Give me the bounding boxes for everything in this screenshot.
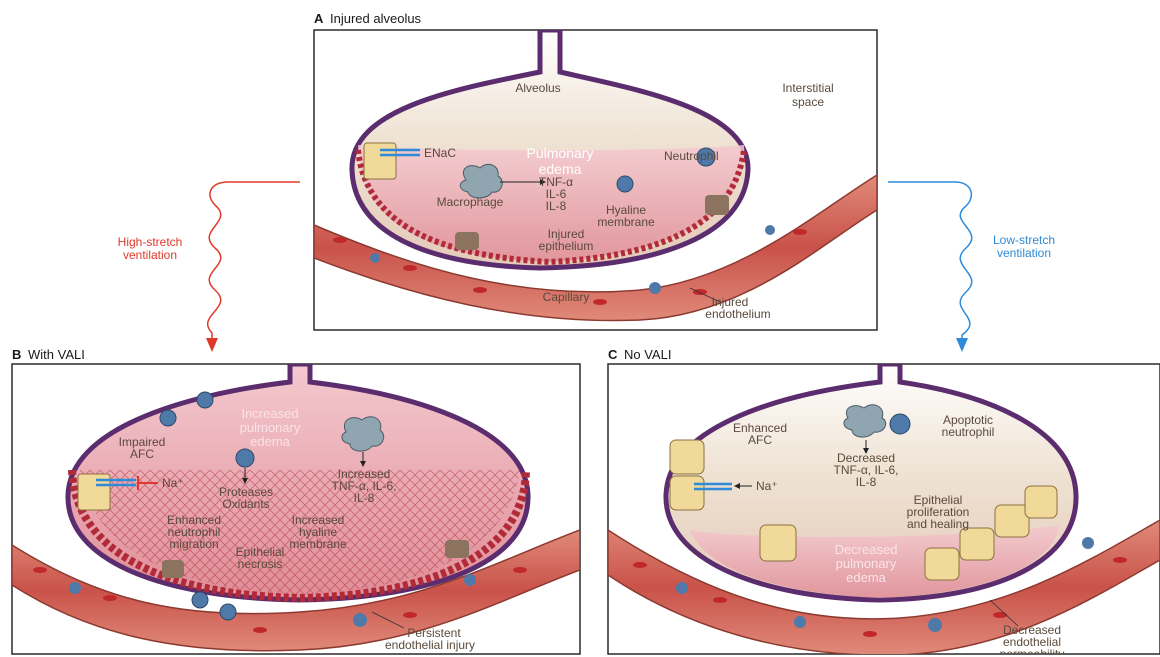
- enac-label: ENaC: [424, 146, 456, 160]
- rbc: [403, 265, 417, 271]
- neutrophil-label: Neutrophil: [664, 149, 719, 163]
- neutrophil-icon: [197, 392, 213, 408]
- neutrophil-icon: [928, 618, 942, 632]
- injured-epithelium-label-2: epithelium: [539, 239, 594, 253]
- neutrophil-icon: [160, 410, 176, 426]
- injured-endothelium-label-2: endothelium: [705, 307, 770, 321]
- increased-edema-label-3: edema: [250, 434, 291, 449]
- neutrophil-icon: [353, 613, 367, 627]
- enhanced-migration-label-3: migration: [169, 537, 218, 551]
- epithelial-cell-icon: [1025, 486, 1057, 518]
- rbc: [793, 229, 807, 235]
- rbc: [473, 287, 487, 293]
- epithelial-cell-icon: [925, 548, 959, 580]
- increased-edema-label-2: pulmonary: [240, 420, 301, 435]
- rbc: [593, 299, 607, 305]
- proteases-label-2: Oxidants: [222, 497, 269, 511]
- panel-c-title: No VALI: [624, 347, 671, 362]
- apoptotic-neutrophil-icon: [890, 414, 910, 434]
- alveolus-label: Alveolus: [515, 81, 560, 95]
- rbc: [713, 597, 727, 603]
- necrosis-label-2: necrosis: [238, 557, 283, 571]
- epithelial-cell-icon: [364, 143, 396, 179]
- migrating-neutrophil-icon: [220, 604, 236, 620]
- cytokine-label-3: IL-8: [546, 199, 567, 213]
- neutrophil-icon: [1082, 537, 1094, 549]
- neutrophil-icon: [765, 225, 775, 235]
- epithelial-cell-icon: [760, 525, 796, 561]
- high-stretch-label-1: High-stretch: [118, 235, 183, 249]
- wavy-arrow-blue: [888, 182, 972, 340]
- panel-b-title: With VALI: [28, 347, 85, 362]
- damaged-cell-icon: [162, 560, 184, 578]
- low-stretch-label-2: ventilation: [997, 246, 1051, 260]
- rbc: [693, 289, 707, 295]
- epithelial-cell-icon: [960, 528, 994, 560]
- na-label-b: Na⁺: [162, 476, 184, 490]
- wavy-arrow-red: [208, 182, 300, 340]
- hyaline-label-2: membrane: [597, 215, 655, 229]
- epithelial-cell-icon: [995, 505, 1029, 537]
- panel-a-letter: A: [314, 11, 324, 26]
- increased-edema-label-1: Increased: [241, 406, 298, 421]
- interstitial-label-2: space: [792, 95, 824, 109]
- damaged-cell-icon: [455, 232, 479, 250]
- panel-c-letter: C: [608, 347, 618, 362]
- epithelial-cell-icon: [670, 476, 704, 510]
- panel-b-letter: B: [12, 347, 21, 362]
- apoptotic-label-2: neutrophil: [942, 425, 995, 439]
- panel-c: C No VALI: [608, 347, 1160, 657]
- rbc: [993, 612, 1007, 618]
- neutrophil-icon: [370, 253, 380, 263]
- neutrophil-icon: [617, 176, 633, 192]
- increased-cytokines-label-3: IL-8: [354, 491, 375, 505]
- arrow-head-icon: [956, 338, 968, 352]
- decreased-permeability-label-3: permeability: [1000, 647, 1065, 657]
- low-stretch-label-1: Low-stretch: [993, 233, 1055, 247]
- enhanced-afc-label-2: AFC: [748, 433, 772, 447]
- neutrophil-icon: [236, 449, 254, 467]
- panel-a: A Injured alveolus: [314, 11, 877, 330]
- rbc: [333, 237, 347, 243]
- arrow-head-icon: [206, 338, 218, 352]
- high-stretch-arrow: High-stretch ventilation: [118, 182, 300, 352]
- capillary-label: Capillary: [543, 290, 590, 304]
- high-stretch-label-2: ventilation: [123, 248, 177, 262]
- panel-a-title: Injured alveolus: [330, 11, 422, 26]
- macrophage-label: Macrophage: [437, 195, 504, 209]
- epithelial-cell-icon: [670, 440, 704, 474]
- rbc: [253, 627, 267, 633]
- damaged-cell-icon: [705, 195, 729, 215]
- na-label-c: Na⁺: [756, 479, 778, 493]
- neutrophil-icon: [464, 574, 476, 586]
- migrating-neutrophil-icon: [192, 592, 208, 608]
- rbc: [33, 567, 47, 573]
- proliferation-label-3: and healing: [907, 517, 969, 531]
- decreased-edema-label-2: pulmonary: [836, 556, 897, 571]
- neutrophil-icon: [794, 616, 806, 628]
- rbc: [403, 612, 417, 618]
- rbc: [103, 595, 117, 601]
- damaged-cell-icon: [445, 540, 469, 558]
- rbc: [513, 567, 527, 573]
- persistent-injury-label-2: endothelial injury: [385, 638, 475, 652]
- panel-b: B With VALI: [12, 347, 580, 654]
- rbc: [633, 562, 647, 568]
- increased-hyaline-label-3: membrane: [289, 537, 347, 551]
- neutrophil-icon: [69, 582, 81, 594]
- impaired-afc-label-2: AFC: [130, 447, 154, 461]
- neutrophil-icon: [676, 582, 688, 594]
- interstitial-label-1: Interstitial: [782, 81, 833, 95]
- edema-label-1: Pulmonary: [527, 145, 594, 161]
- decreased-cytokines-label-3: IL-8: [856, 475, 877, 489]
- rbc: [1113, 557, 1127, 563]
- decreased-edema-label-3: edema: [846, 570, 887, 585]
- decreased-edema-label-1: Decreased: [835, 542, 898, 557]
- neutrophil-icon: [649, 282, 661, 294]
- low-stretch-arrow: Low-stretch ventilation: [888, 182, 1055, 352]
- rbc: [863, 631, 877, 637]
